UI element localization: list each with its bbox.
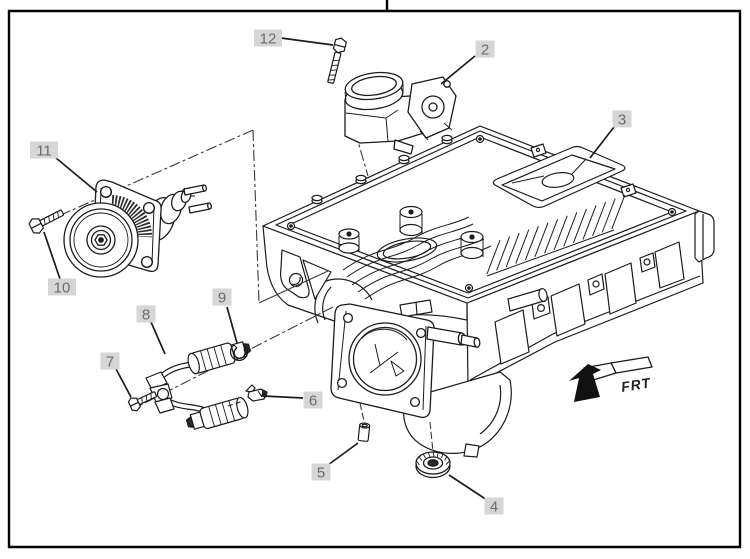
gasket-corner-screws xyxy=(288,136,676,292)
callout-9-leader xyxy=(227,307,237,343)
callout-10-bg xyxy=(48,278,76,296)
callout-5-bg xyxy=(311,463,331,481)
callout-2-leader xyxy=(441,56,475,84)
dowel-pin xyxy=(358,423,370,442)
callout-9-number: 9 xyxy=(218,290,226,307)
front-mounting-ear xyxy=(281,250,331,299)
callout-3-bg xyxy=(612,110,632,128)
bolt-7 xyxy=(127,388,158,413)
callout-4-leader xyxy=(449,475,487,500)
frt-step-outline-right xyxy=(611,357,652,373)
callout-3-number: 3 xyxy=(618,112,626,129)
flange-nipple xyxy=(427,327,480,347)
callout-5: 5 xyxy=(311,443,359,482)
pulley-assembly xyxy=(64,180,212,277)
callout-4-number: 4 xyxy=(490,499,498,516)
callout-6: 6 xyxy=(263,391,323,410)
phantom-line-vertical xyxy=(253,130,259,303)
wiring-harness xyxy=(146,338,252,434)
throttle-body xyxy=(343,69,456,154)
retaining-clip xyxy=(228,385,267,406)
callout-layer: 2 3 4 5 6 7 8 9 10 11 12 xyxy=(30,29,632,516)
callout-8: 8 xyxy=(136,305,166,355)
callout-10-number: 10 xyxy=(54,280,71,297)
callout-4: 4 xyxy=(449,475,504,516)
callout-7-leader xyxy=(116,369,131,397)
callout-8-bg xyxy=(136,305,156,323)
callout-10-leader xyxy=(44,232,60,279)
phantom-line-pin xyxy=(360,403,364,421)
callout-7-number: 7 xyxy=(106,354,114,371)
callout-6-leader xyxy=(263,396,303,398)
seal-rim-ribs xyxy=(417,452,450,466)
phantom-line-seal xyxy=(430,422,433,452)
cooling-fins xyxy=(487,195,625,276)
callout-11: 11 xyxy=(30,141,97,193)
mounting-tabs xyxy=(532,253,655,319)
callout-2-bg xyxy=(475,40,495,58)
callout-12-number: 12 xyxy=(260,31,277,48)
frt-arrow-icon xyxy=(569,364,601,402)
harness-sensor xyxy=(146,372,174,413)
pulley-rib-band xyxy=(112,202,145,237)
frt-label: FRT xyxy=(620,374,653,395)
callout-12-leader xyxy=(281,38,333,45)
bolt-12 xyxy=(325,37,347,84)
callout-10: 10 xyxy=(44,232,76,297)
seal-grommet xyxy=(416,452,450,478)
alignment-line-ear xyxy=(259,271,328,303)
callout-8-number: 8 xyxy=(142,307,150,324)
harness-connector-lower xyxy=(185,396,250,433)
callout-7-bg xyxy=(100,352,120,370)
callout-9-bg xyxy=(212,288,232,306)
o-ring xyxy=(231,345,248,360)
callout-7: 7 xyxy=(100,352,132,398)
throttle-mount-flange xyxy=(331,304,480,417)
callout-5-number: 5 xyxy=(317,465,325,482)
callout-5-leader xyxy=(328,443,358,465)
callout-12: 12 xyxy=(254,29,333,48)
callout-12-bg xyxy=(254,29,282,47)
callout-8-leader xyxy=(151,322,165,354)
callout-2: 2 xyxy=(441,40,495,85)
phantom-line-pulley-axis xyxy=(45,130,253,222)
frt-direction-indicator: FRT xyxy=(569,357,653,402)
figure-border xyxy=(9,0,740,547)
callout-3-leader xyxy=(590,127,614,158)
supercharger-assembly xyxy=(263,126,714,457)
bolt-10 xyxy=(28,205,66,235)
callout-9: 9 xyxy=(212,288,238,344)
bolt-boss-towers xyxy=(339,207,483,259)
harness-connector-upper xyxy=(186,338,252,376)
callout-11-bg xyxy=(30,141,58,159)
callout-11-leader xyxy=(56,158,97,192)
callout-2-number: 2 xyxy=(481,42,489,59)
callout-3: 3 xyxy=(590,110,632,159)
hose-fittings xyxy=(400,288,548,317)
callout-4-bg xyxy=(484,497,504,515)
callout-6-number: 6 xyxy=(309,393,317,410)
callout-11-number: 11 xyxy=(36,143,52,160)
callout-6-bg xyxy=(303,391,323,409)
